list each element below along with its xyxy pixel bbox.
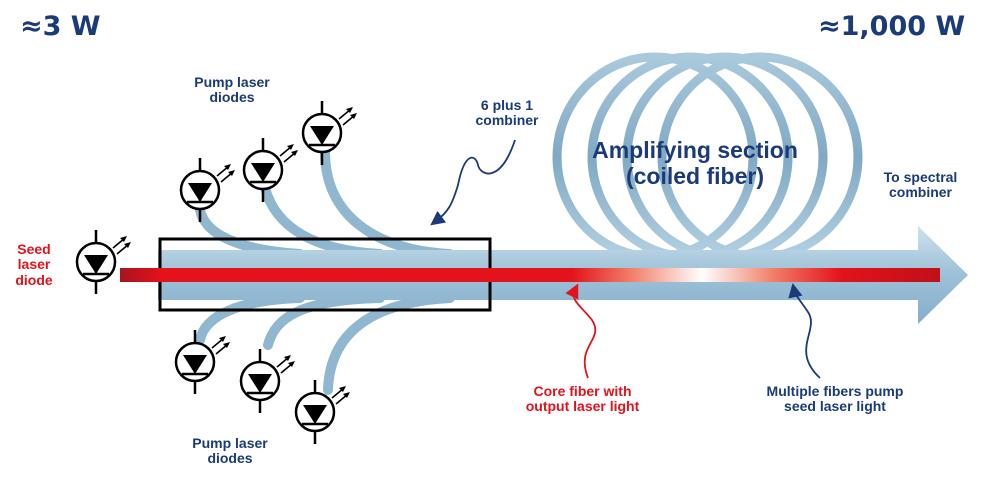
pump-diodes-bottom-label: Pump laser diodes xyxy=(192,435,268,467)
combiner-label: 6 plus 1 combiner xyxy=(475,97,539,129)
pump-laser-diode-icon xyxy=(239,347,297,415)
seed-laser-diode-label: Seed laser diode xyxy=(15,241,53,288)
pump-laser-diode-icon xyxy=(294,378,352,446)
output-power-label: ≈1,000 W xyxy=(818,11,966,42)
multiple-fibers-label: Multiple fibers pump seed laser light xyxy=(766,383,904,415)
amplifying-section-label: Amplifying section (coiled fiber) xyxy=(592,137,798,189)
core-fiber-pointer xyxy=(565,283,597,379)
core-fiber xyxy=(120,268,940,282)
combiner-pointer xyxy=(430,139,516,226)
multi-fiber-pointer xyxy=(788,282,821,379)
core-fiber-label: Core fiber with output laser light xyxy=(525,383,640,415)
pump-diodes-top-label: Pump laser diodes xyxy=(194,74,270,106)
seed-laser-diode-icon xyxy=(75,228,133,296)
pump-laser-diode-icon xyxy=(179,156,237,224)
input-power-label: ≈3 W xyxy=(20,11,101,42)
pump-fibers-bottom xyxy=(195,293,455,395)
spectral-combiner-label: To spectral combiner xyxy=(883,169,958,201)
